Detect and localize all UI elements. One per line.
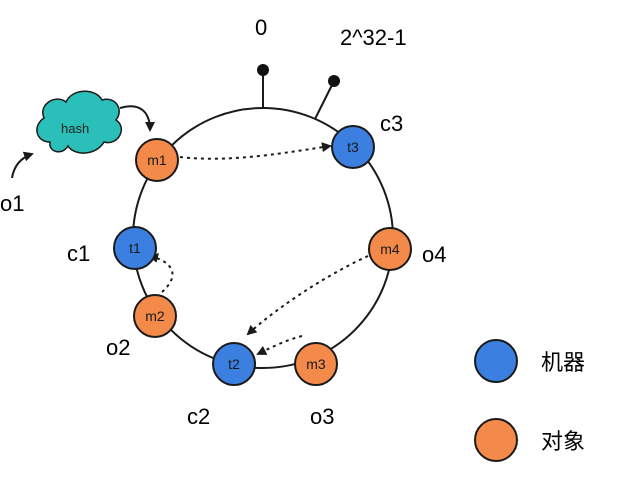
ring-end-label: 2^32-1 xyxy=(340,25,407,50)
hash-label: hash xyxy=(61,121,89,136)
legend-item-object: 对象 xyxy=(474,418,585,462)
mapping-arrow-m2-t1 xyxy=(148,253,174,293)
hash-to-m1-arrow xyxy=(119,105,155,132)
machine-side-label-c2: c2 xyxy=(187,404,210,429)
object-node-m1: m1 xyxy=(135,138,179,182)
legend-object-label: 对象 xyxy=(541,429,585,454)
machine-node-label: t2 xyxy=(228,356,240,372)
object-side-label-o3: o3 xyxy=(310,404,334,429)
ring-start-label: 0 xyxy=(255,15,267,40)
machine-node-t2: t2 xyxy=(212,342,256,386)
machine-node-label: t3 xyxy=(347,139,359,155)
object-node-m2: m2 xyxy=(133,294,177,338)
legend: 机器 对象 xyxy=(474,339,585,462)
object-node-label: m3 xyxy=(306,356,326,372)
hash-cloud-shape xyxy=(36,90,122,154)
input-object-label: o1 xyxy=(0,191,24,216)
object-node-label: m4 xyxy=(380,241,400,257)
ring-start-pin xyxy=(257,64,269,108)
legend-item-machine: 机器 xyxy=(474,339,585,383)
object-node-m4: m4 xyxy=(368,227,412,271)
object-side-label-o2: o2 xyxy=(106,335,130,360)
input-to-hash-arrow xyxy=(11,151,34,179)
machine-node-label: t1 xyxy=(129,240,141,256)
machine-side-label-c3: c3 xyxy=(380,111,403,136)
object-node-m3: m3 xyxy=(294,342,338,386)
mapping-arrow-m3-t2 xyxy=(256,335,303,355)
object-node-label: m1 xyxy=(147,152,167,168)
machine-side-label-c1: c1 xyxy=(67,241,90,266)
object-node-label: m2 xyxy=(145,308,165,324)
mapping-arrow-m1-t3 xyxy=(179,142,332,160)
object-side-label-o4: o4 xyxy=(422,242,446,267)
mapping-arrow-m4-t2 xyxy=(246,255,369,336)
machine-node-t3: t3 xyxy=(331,125,375,169)
legend-machine-label: 机器 xyxy=(541,350,585,375)
ring-end-pin xyxy=(314,75,340,120)
machine-node-t1: t1 xyxy=(113,226,157,270)
hash-cloud: hash xyxy=(36,90,122,154)
